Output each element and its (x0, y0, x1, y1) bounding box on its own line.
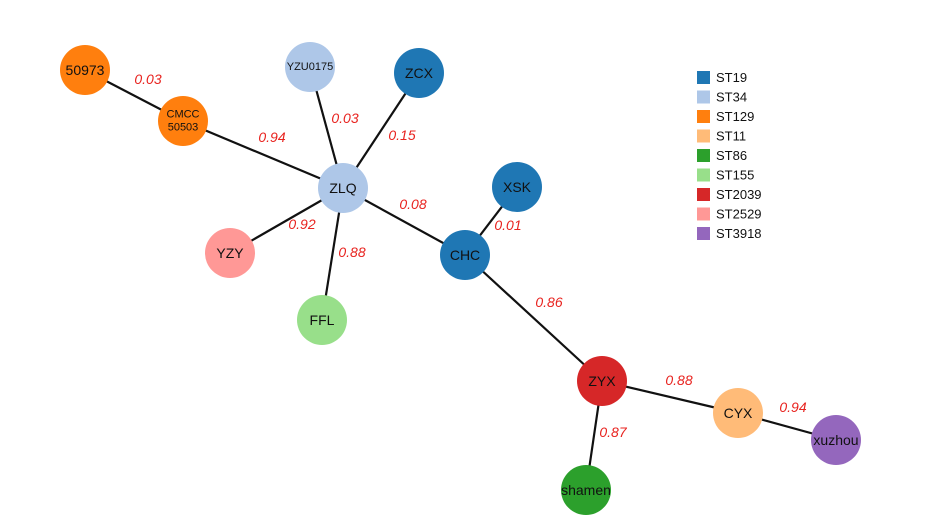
legend-swatch (697, 90, 710, 104)
node-circle[interactable] (285, 42, 335, 92)
legend-swatch (697, 129, 710, 143)
node-label: YZY (216, 245, 244, 261)
node-xuzhou[interactable]: xuzhou (811, 415, 861, 465)
node-label: ZLQ (329, 180, 356, 196)
legend-label: ST2039 (716, 187, 762, 202)
node-label: CYX (724, 405, 753, 421)
legend-label: ST34 (716, 90, 747, 105)
legend-label: ST86 (716, 148, 747, 163)
edge-weight-label: 0.08 (399, 196, 426, 212)
legend-swatch (697, 168, 710, 182)
legend-label: ST129 (716, 109, 754, 124)
node-chc[interactable]: CHC (440, 230, 490, 280)
node-circle[interactable] (577, 356, 627, 406)
edge-weight-label: 0.01 (494, 217, 521, 233)
edge-weight-label: 0.03 (134, 71, 161, 87)
node-50973[interactable]: 50973 (60, 45, 110, 95)
node-circle[interactable] (394, 48, 444, 98)
node-label: XSK (503, 179, 532, 195)
legend-swatch (697, 149, 710, 162)
node-zlq[interactable]: ZLQ (318, 163, 368, 213)
edge-weight-label: 0.87 (599, 424, 627, 440)
edge-CHC-ZYX (464, 254, 603, 382)
node-circle[interactable] (440, 230, 490, 280)
legend-label: ST11 (716, 129, 746, 144)
node-label: FFL (310, 312, 335, 328)
node-circle[interactable] (297, 295, 347, 345)
node-label: ZYX (588, 373, 616, 389)
node-circle[interactable] (492, 162, 542, 212)
node-zyx[interactable]: ZYX (577, 356, 627, 406)
node-label: 50973 (66, 62, 105, 78)
legend-label: ST2529 (716, 207, 762, 222)
legend-swatch (697, 110, 710, 123)
legend-label: ST3918 (716, 226, 762, 241)
edge-weight-label: 0.86 (535, 294, 562, 310)
node-circle[interactable] (158, 96, 208, 146)
legend-swatch (697, 188, 710, 201)
node-circle[interactable] (811, 415, 861, 465)
edge-weight-label: 0.15 (388, 127, 415, 143)
node-yzu0175[interactable]: YZU0175 (285, 42, 335, 92)
edge-weight-label: 0.94 (258, 129, 285, 145)
node-ffl[interactable]: FFL (297, 295, 347, 345)
node-circle[interactable] (205, 228, 255, 278)
node-zcx[interactable]: ZCX (394, 48, 444, 98)
legend-label: ST155 (716, 168, 754, 183)
node-label: shamen (561, 482, 611, 498)
node-xsk[interactable]: XSK (492, 162, 542, 212)
edge-weight-label: 0.88 (665, 372, 692, 388)
legend: ST19ST34ST129ST11ST86ST155ST2039ST2529ST… (697, 70, 762, 241)
legend-label: ST19 (716, 70, 747, 85)
node-circle[interactable] (713, 388, 763, 438)
edge-weight-label: 0.88 (338, 244, 365, 260)
legend-swatch (697, 71, 710, 84)
edge-labels: 0.03 0.94 0.03 0.15 0.08 0.92 0.88 0.01 0.86 0.88… (134, 71, 806, 440)
node-label: YZU0175 (287, 61, 333, 73)
node-label: ZCX (405, 65, 434, 81)
edge-weight-label: 0.94 (779, 399, 806, 415)
node-shamen[interactable]: shamen (561, 465, 611, 515)
node-circle[interactable] (561, 465, 611, 515)
node-label: CHC (450, 247, 480, 263)
legend-swatch (697, 227, 710, 240)
node-yzy[interactable]: YZY (205, 228, 255, 278)
node-label: 50503 (168, 122, 199, 134)
node-label: xuzhou (813, 432, 858, 448)
edge-weight-label: 0.92 (288, 216, 315, 232)
node-circle[interactable] (318, 163, 368, 213)
node-cyx[interactable]: CYX (713, 388, 763, 438)
legend-swatch (697, 207, 710, 221)
node-label: CMCC (167, 109, 200, 121)
node-circle[interactable] (60, 45, 110, 95)
edge-weight-label: 0.03 (331, 110, 358, 126)
edge-CMCC-ZLQ (182, 119, 344, 190)
